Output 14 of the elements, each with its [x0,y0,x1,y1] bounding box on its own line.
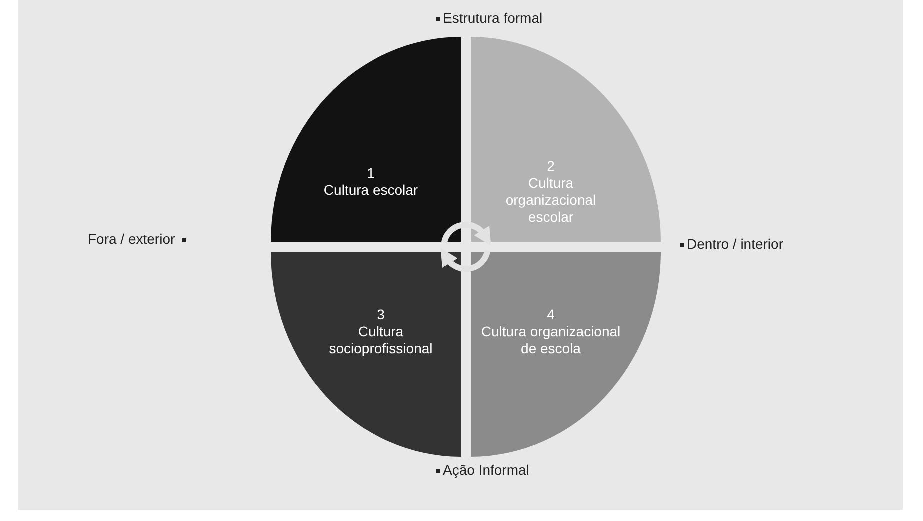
axis-label: Ação Informal [436,462,530,478]
quadrant-title: Cultura escolar [322,182,420,199]
axis-label: Fora / exterior [88,231,186,247]
quadrant-title: Cultura socioprofissional [328,324,434,358]
quadrant-number: 4 [546,306,556,324]
cycle-arrow [440,248,491,272]
quadrant-number: 2 [546,158,556,175]
quadrant-title: Cultura organizacional de escola [481,324,621,358]
quadrant-title: Cultura organizacional escolar [504,175,598,226]
quadrant-number: 1 [366,165,376,182]
axis-label: Dentro / interior [680,236,784,252]
axis-label: Estrutura formal [436,10,543,26]
quadrant-number: 3 [376,306,386,324]
cycle-arrow [441,222,492,246]
